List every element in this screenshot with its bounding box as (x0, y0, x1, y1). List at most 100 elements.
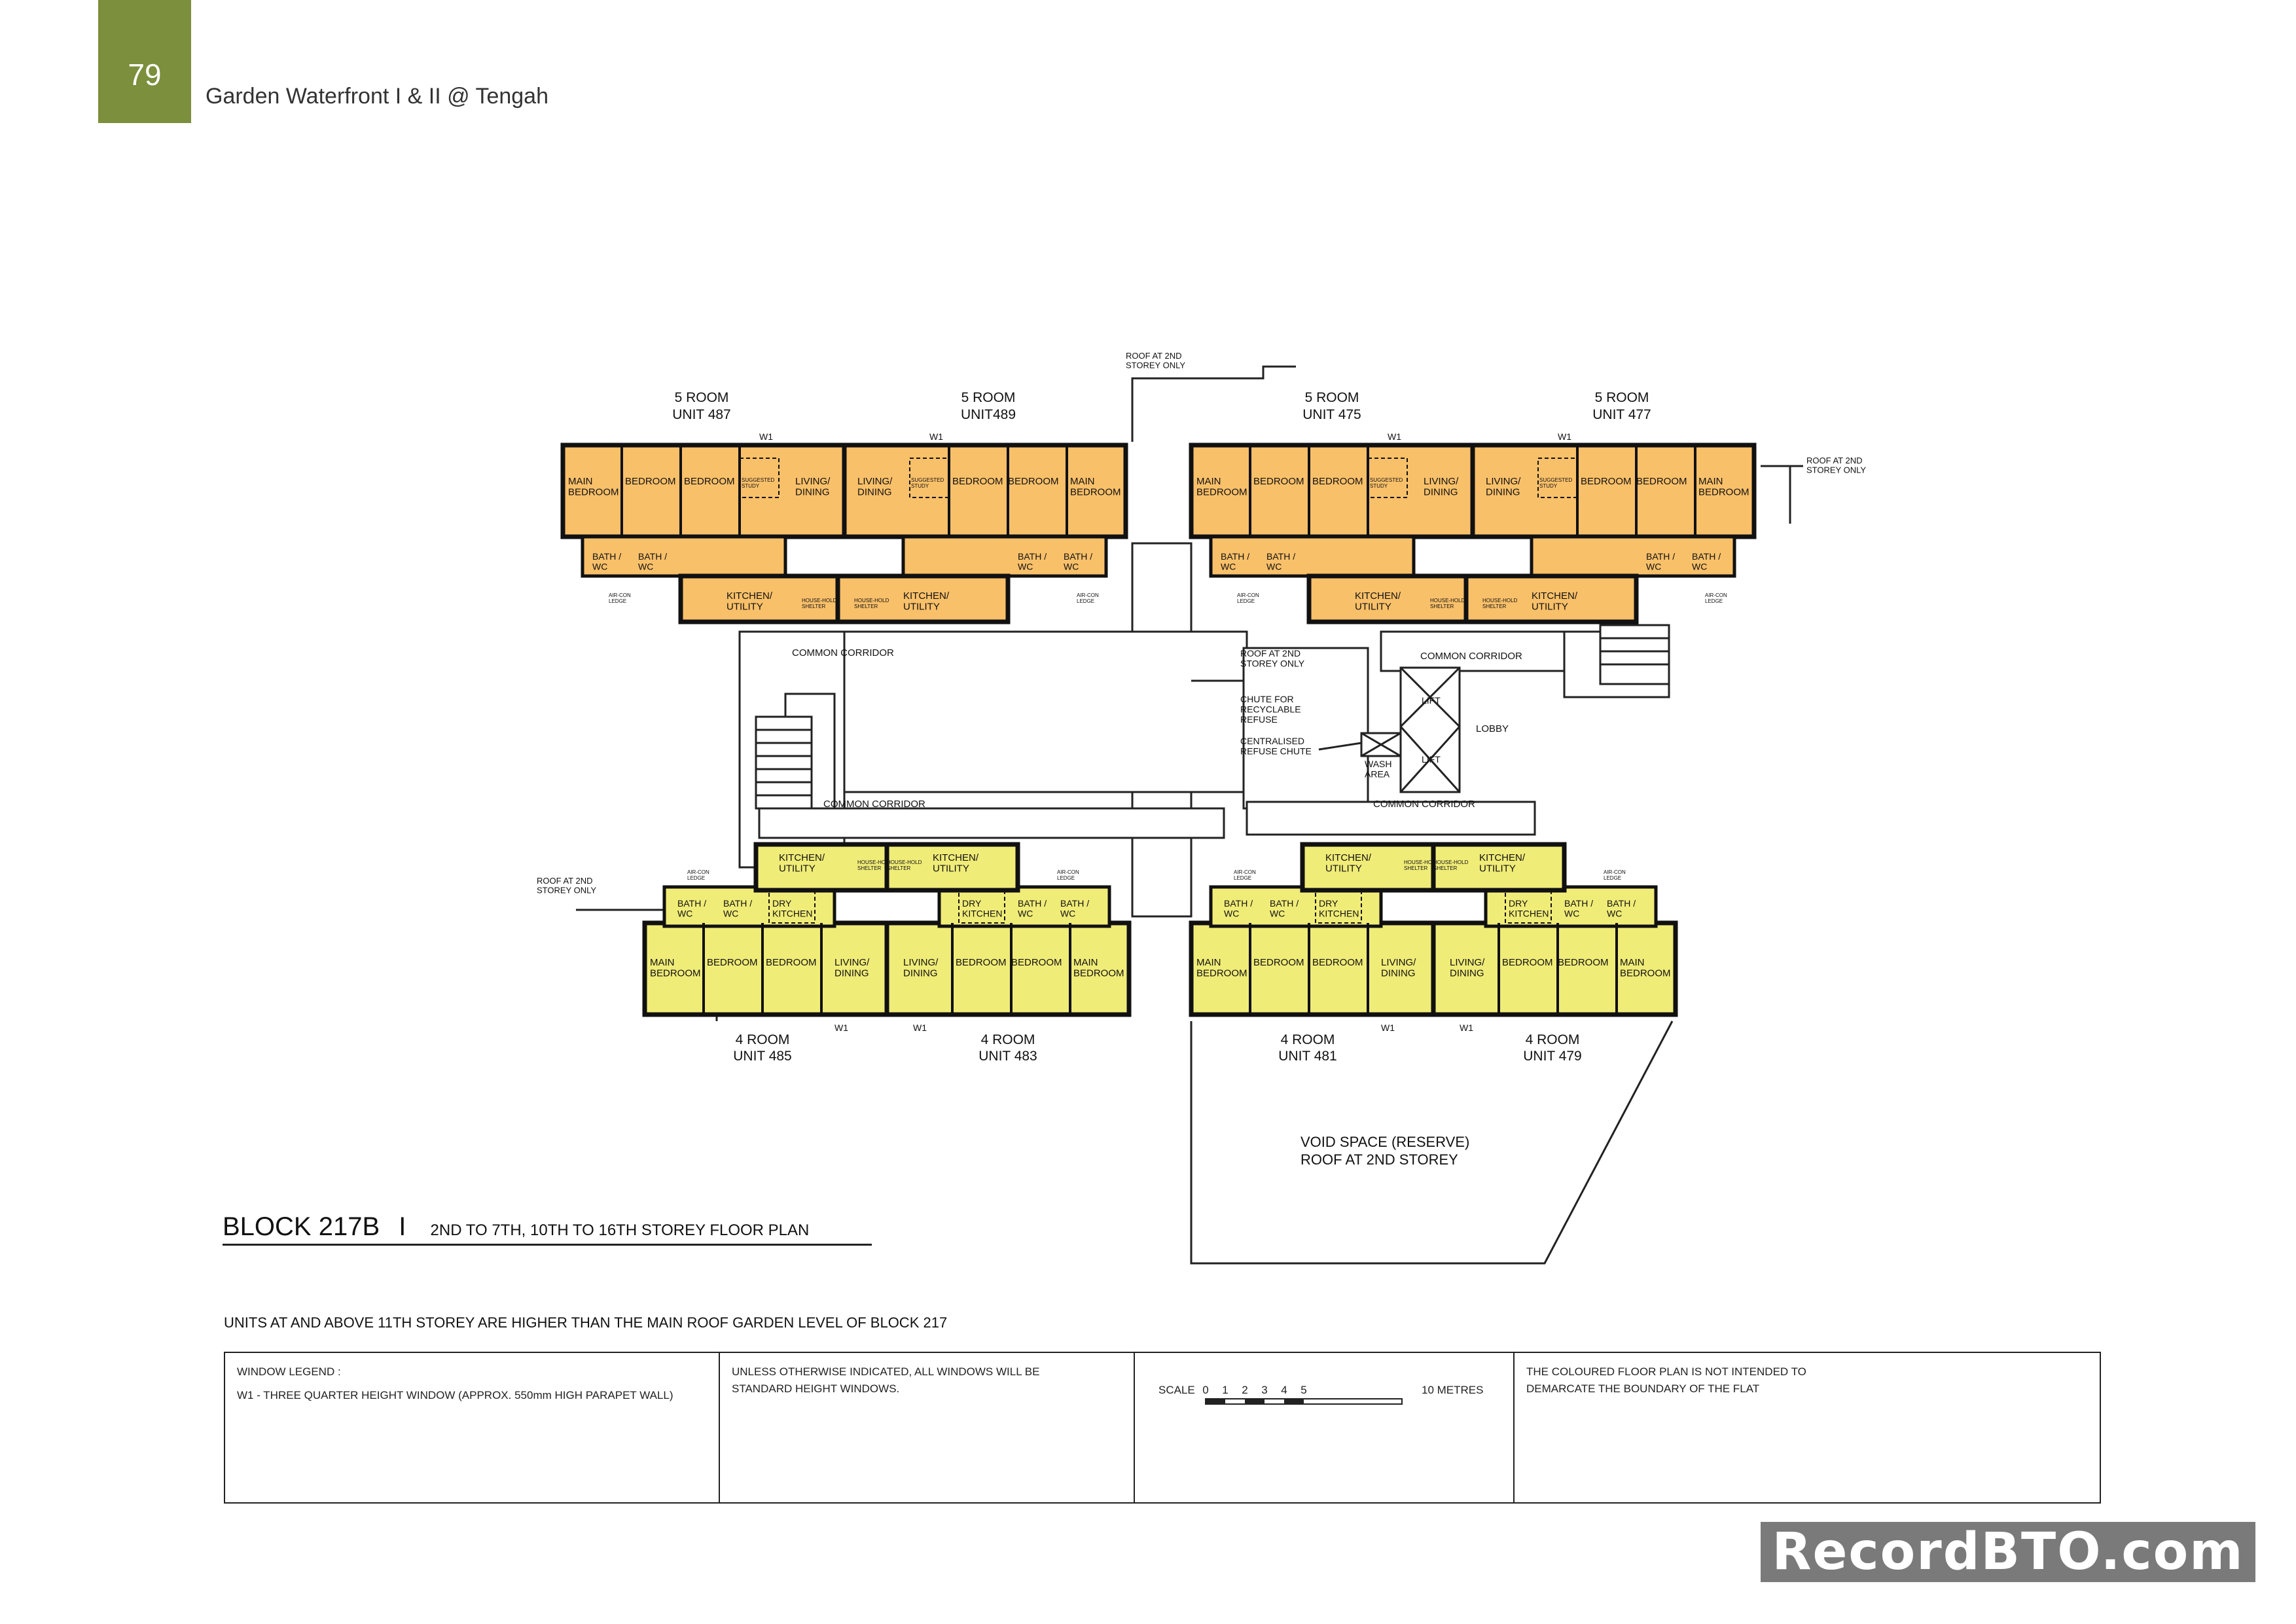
living-dining-label: LIVING/DINING (857, 476, 893, 498)
unit-number-label: UNIT489 (961, 407, 1016, 422)
lift-label: LIFT (1422, 754, 1441, 765)
bath-label: BATH /WC (1221, 551, 1249, 571)
kitchen-label: KITCHEN/UTILITY (1532, 590, 1578, 613)
living-dining-label: LIVING/DINING (795, 476, 831, 498)
bath-label: BATH /WC (1266, 551, 1295, 571)
bath-label: BATH /WC (638, 551, 667, 571)
bedroom-label: BEDROOM (1008, 476, 1059, 487)
living-dining-label: LIVING/DINING (1486, 476, 1521, 498)
scale-tick-label: 1 (1222, 1384, 1228, 1396)
living-dining-label: LIVING/DINING (1381, 957, 1416, 979)
bedroom-label: BEDROOM (952, 476, 1003, 487)
unit-number-label: UNIT 487 (672, 407, 731, 422)
window-legend-title: WINDOW LEGEND : (237, 1365, 341, 1378)
window-w1-label: W1 (1460, 1022, 1473, 1033)
lift-label: LIFT (1422, 695, 1441, 706)
window-w1-label: W1 (1558, 431, 1571, 442)
bath-label: BATH /WC (1607, 898, 1636, 918)
bedroom-label: BEDROOM (625, 476, 676, 487)
page-number-badge: 79 (98, 0, 191, 123)
bedroom-label: BEDROOM (707, 957, 758, 968)
bath-label: BATH /WC (1646, 551, 1675, 571)
bath-label: BATH /WC (1270, 898, 1299, 918)
study-outline (739, 458, 780, 498)
bath-label: BATH /WC (723, 898, 752, 918)
bath-label: BATH /WC (1064, 551, 1092, 571)
bedroom-label: BEDROOM (1558, 957, 1609, 968)
living-dining-label: LIVING/DINING (1450, 957, 1485, 979)
unit-type-label: 5 ROOM (1595, 390, 1649, 405)
scale-tick-label: 5 (1300, 1384, 1306, 1396)
unit-number-label: UNIT 483 (978, 1049, 1037, 1064)
unit-type-label: 4 ROOM (1281, 1032, 1335, 1047)
dry-kitchen-outline (958, 890, 1005, 924)
study-outline (1537, 458, 1578, 498)
kitchen-label: KITCHEN/UTILITY (933, 852, 979, 875)
bedroom-label: BEDROOM (684, 476, 735, 487)
storey-note: UNITS AT AND ABOVE 11TH STOREY ARE HIGHE… (224, 1314, 948, 1331)
unit-number-label: UNIT 479 (1523, 1049, 1582, 1064)
scale-label: SCALE (1158, 1384, 1195, 1396)
kitchen-label: KITCHEN/UTILITY (903, 590, 950, 613)
legend-table: WINDOW LEGEND : W1 - THREE QUARTER HEIGH… (224, 1352, 2101, 1504)
scale-end-label: 10 METRES (1422, 1384, 1483, 1396)
kitchen-label: KITCHEN/UTILITY (779, 852, 825, 875)
bedroom-label: BEDROOM (956, 957, 1007, 968)
unit-bath-zone (937, 885, 1111, 928)
bedroom-label: BEDROOM (1253, 476, 1304, 487)
window-w1-label: W1 (759, 431, 773, 442)
bath-label: BATH /WC (1060, 898, 1089, 918)
unit-kitchen-zone (884, 842, 1020, 893)
standard-windows-cell: UNLESS OTHERWISE INDICATED, ALL WINDOWS … (720, 1353, 1135, 1502)
storey-subtitle: 2ND TO 7TH, 10TH TO 16TH STOREY FLOOR PL… (430, 1221, 810, 1239)
study-outline (909, 458, 950, 498)
unit-number-label: UNIT 485 (733, 1049, 792, 1064)
living-dining-label: LIVING/DINING (903, 957, 939, 979)
unit-type-label: 5 ROOM (1305, 390, 1359, 405)
bath-label: BATH /WC (1018, 551, 1047, 571)
unit-number-label: UNIT 481 (1278, 1049, 1337, 1064)
block-name: BLOCK 217B (223, 1212, 380, 1241)
bedroom-label: BEDROOM (1253, 957, 1304, 968)
unit-type-label: 4 ROOM (1526, 1032, 1580, 1047)
void-roof-label: ROOF AT 2ND STOREY (1300, 1151, 1458, 1168)
window-w1-label: W1 (913, 1022, 927, 1033)
bath-label: BATH /WC (592, 551, 621, 571)
unit-bath-zone (581, 535, 787, 578)
scale-tick-label: 4 (1281, 1384, 1287, 1396)
page-number: 79 (128, 58, 162, 92)
bath-label: BATH /WC (1018, 898, 1047, 918)
title-separator: I (399, 1212, 406, 1241)
void-space-label: VOID SPACE (RESERVE) (1300, 1134, 1469, 1150)
